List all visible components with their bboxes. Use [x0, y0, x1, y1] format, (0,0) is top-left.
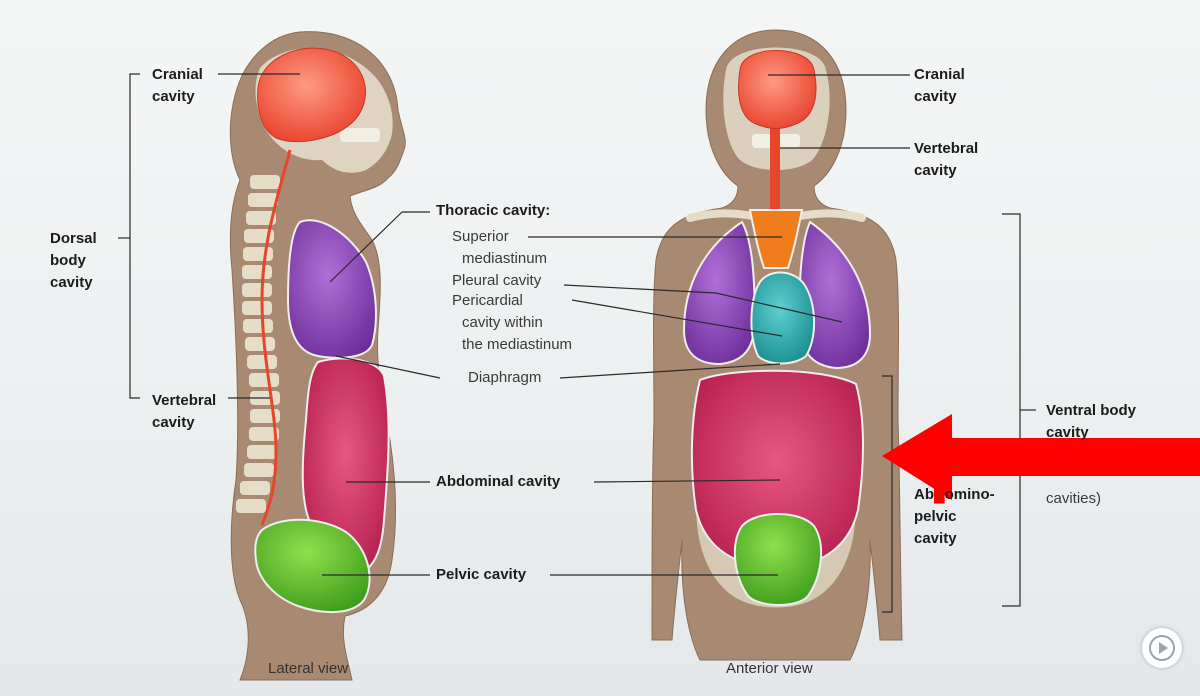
pericardial-cavity-label: Pericardial cavity within the mediastinu…	[452, 292, 573, 353]
abdominopelvic-bracket	[882, 375, 893, 613]
leader-lines	[118, 73, 1036, 613]
cavities-partial-label: cavities)	[1046, 490, 1102, 507]
anterior-view-caption: Anterior view	[726, 660, 813, 677]
lateral-thoracic-cavity	[286, 219, 377, 359]
abdominopelvic-cavity-label: Ab█ominо- pelvic cavity	[914, 486, 995, 547]
lateral-pelvic-cavity	[254, 518, 371, 614]
anterior-pericardial-cavity	[750, 271, 816, 365]
play-button[interactable]	[1142, 628, 1182, 668]
dorsal-bracket	[129, 73, 140, 399]
pleural-cavity-label: Pleural cavity	[452, 272, 542, 289]
anterior-superior-mediastinum	[748, 209, 804, 269]
play-icon	[1149, 635, 1175, 661]
red-arrow	[882, 414, 1200, 500]
thoracic-cavity-title: Thoracic cavity:	[436, 202, 551, 219]
anterior-pelvic-cavity	[733, 513, 823, 606]
diaphragm-label: Diaphragm	[468, 369, 542, 386]
lateral-vertebral-canal	[260, 149, 292, 526]
abdominal-cavity-label: Abdominal cavity	[436, 473, 561, 490]
pelvic-cavity-label: Pelvic cavity	[436, 566, 527, 583]
lateral-figure	[229, 31, 406, 681]
anterior-cranial-cavity	[738, 50, 817, 129]
lateral-cranial-cavity	[257, 47, 366, 143]
jaw-teeth	[340, 128, 380, 142]
ventral-bracket	[1002, 213, 1021, 607]
anterior-right-pleural-cavity	[798, 220, 872, 370]
lateral-view-caption: Lateral view	[268, 660, 349, 677]
anterior-figure	[651, 29, 903, 661]
anterior-vertebral-canal	[770, 110, 780, 214]
